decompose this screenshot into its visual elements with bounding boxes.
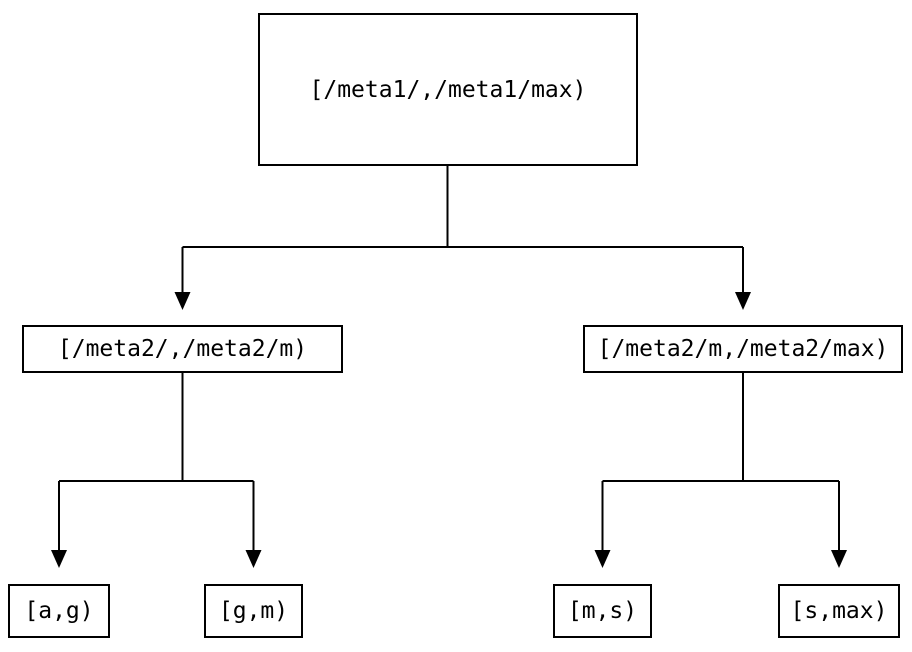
tree-node-leaf-ag-label: [a,g) bbox=[24, 598, 94, 624]
tree-node-root: [/meta1/,/meta1/max) bbox=[258, 13, 638, 166]
arrow-down-icon bbox=[831, 550, 847, 568]
tree-node-leaf-gm-label: [g,m) bbox=[218, 598, 289, 624]
tree-node-leaf-ms-label: [m,s) bbox=[567, 598, 638, 624]
tree-node-leaf-gm: [g,m) bbox=[204, 584, 303, 638]
tree-node-leaf-ag: [a,g) bbox=[8, 584, 110, 638]
tree-node-meta2-low-label: [/meta2/,/meta2/m) bbox=[57, 336, 308, 362]
tree-node-leaf-smax: [s,max) bbox=[778, 584, 900, 638]
tree-node-meta2-low: [/meta2/,/meta2/m) bbox=[22, 325, 343, 373]
tree-node-root-label: [/meta1/,/meta1/max) bbox=[309, 76, 587, 103]
tree-node-meta2-high-label: [/meta2/m,/meta2/max) bbox=[597, 336, 889, 362]
arrow-down-icon bbox=[174, 292, 191, 310]
arrow-down-icon bbox=[51, 550, 67, 568]
arrow-down-icon bbox=[245, 550, 262, 568]
tree-node-meta2-high: [/meta2/m,/meta2/max) bbox=[583, 325, 903, 373]
tree-node-leaf-ms: [m,s) bbox=[553, 584, 652, 638]
arrow-down-icon bbox=[594, 550, 611, 568]
arrow-down-icon bbox=[735, 292, 751, 310]
tree-node-leaf-smax-label: [s,max) bbox=[790, 598, 888, 624]
